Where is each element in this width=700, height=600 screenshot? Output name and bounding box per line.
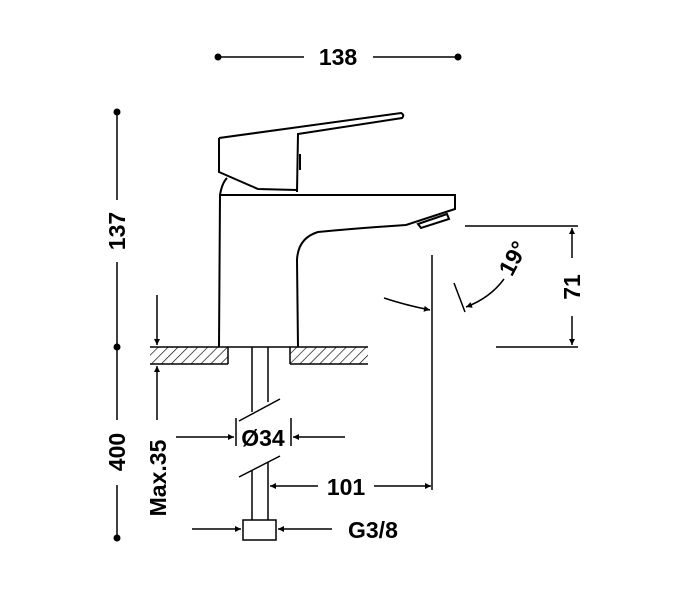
- dimension-spout-reach: 101: [270, 255, 433, 500]
- countertop: [150, 346, 368, 365]
- dimension-connection: G3/8: [192, 517, 398, 543]
- connection-label: G3/8: [348, 517, 398, 543]
- dimension-spout-angle: 19°: [383, 237, 533, 313]
- supply-hose: [238, 347, 281, 541]
- dimension-heights: 137 400: [104, 108, 130, 542]
- width-label: 138: [319, 44, 358, 70]
- dimension-width: 138: [214, 44, 462, 70]
- counter-thickness-label: Max.35: [145, 439, 171, 516]
- spout-angle-label: 19°: [493, 237, 532, 280]
- hole-diameter-label: Ø34: [241, 425, 285, 451]
- dimension-hole-diameter: Ø34: [176, 418, 345, 451]
- spout-height-label: 71: [559, 274, 585, 300]
- faucet-body: [218, 177, 456, 348]
- faucet-lever: [218, 111, 405, 193]
- dimension-spout-height: 71: [465, 225, 585, 348]
- hose-length-label: 400: [104, 433, 130, 471]
- dimension-counter-thickness: Max.35: [145, 295, 171, 516]
- hose-fitting: [242, 519, 277, 541]
- height-label: 137: [104, 212, 130, 250]
- spout-reach-label: 101: [327, 474, 366, 500]
